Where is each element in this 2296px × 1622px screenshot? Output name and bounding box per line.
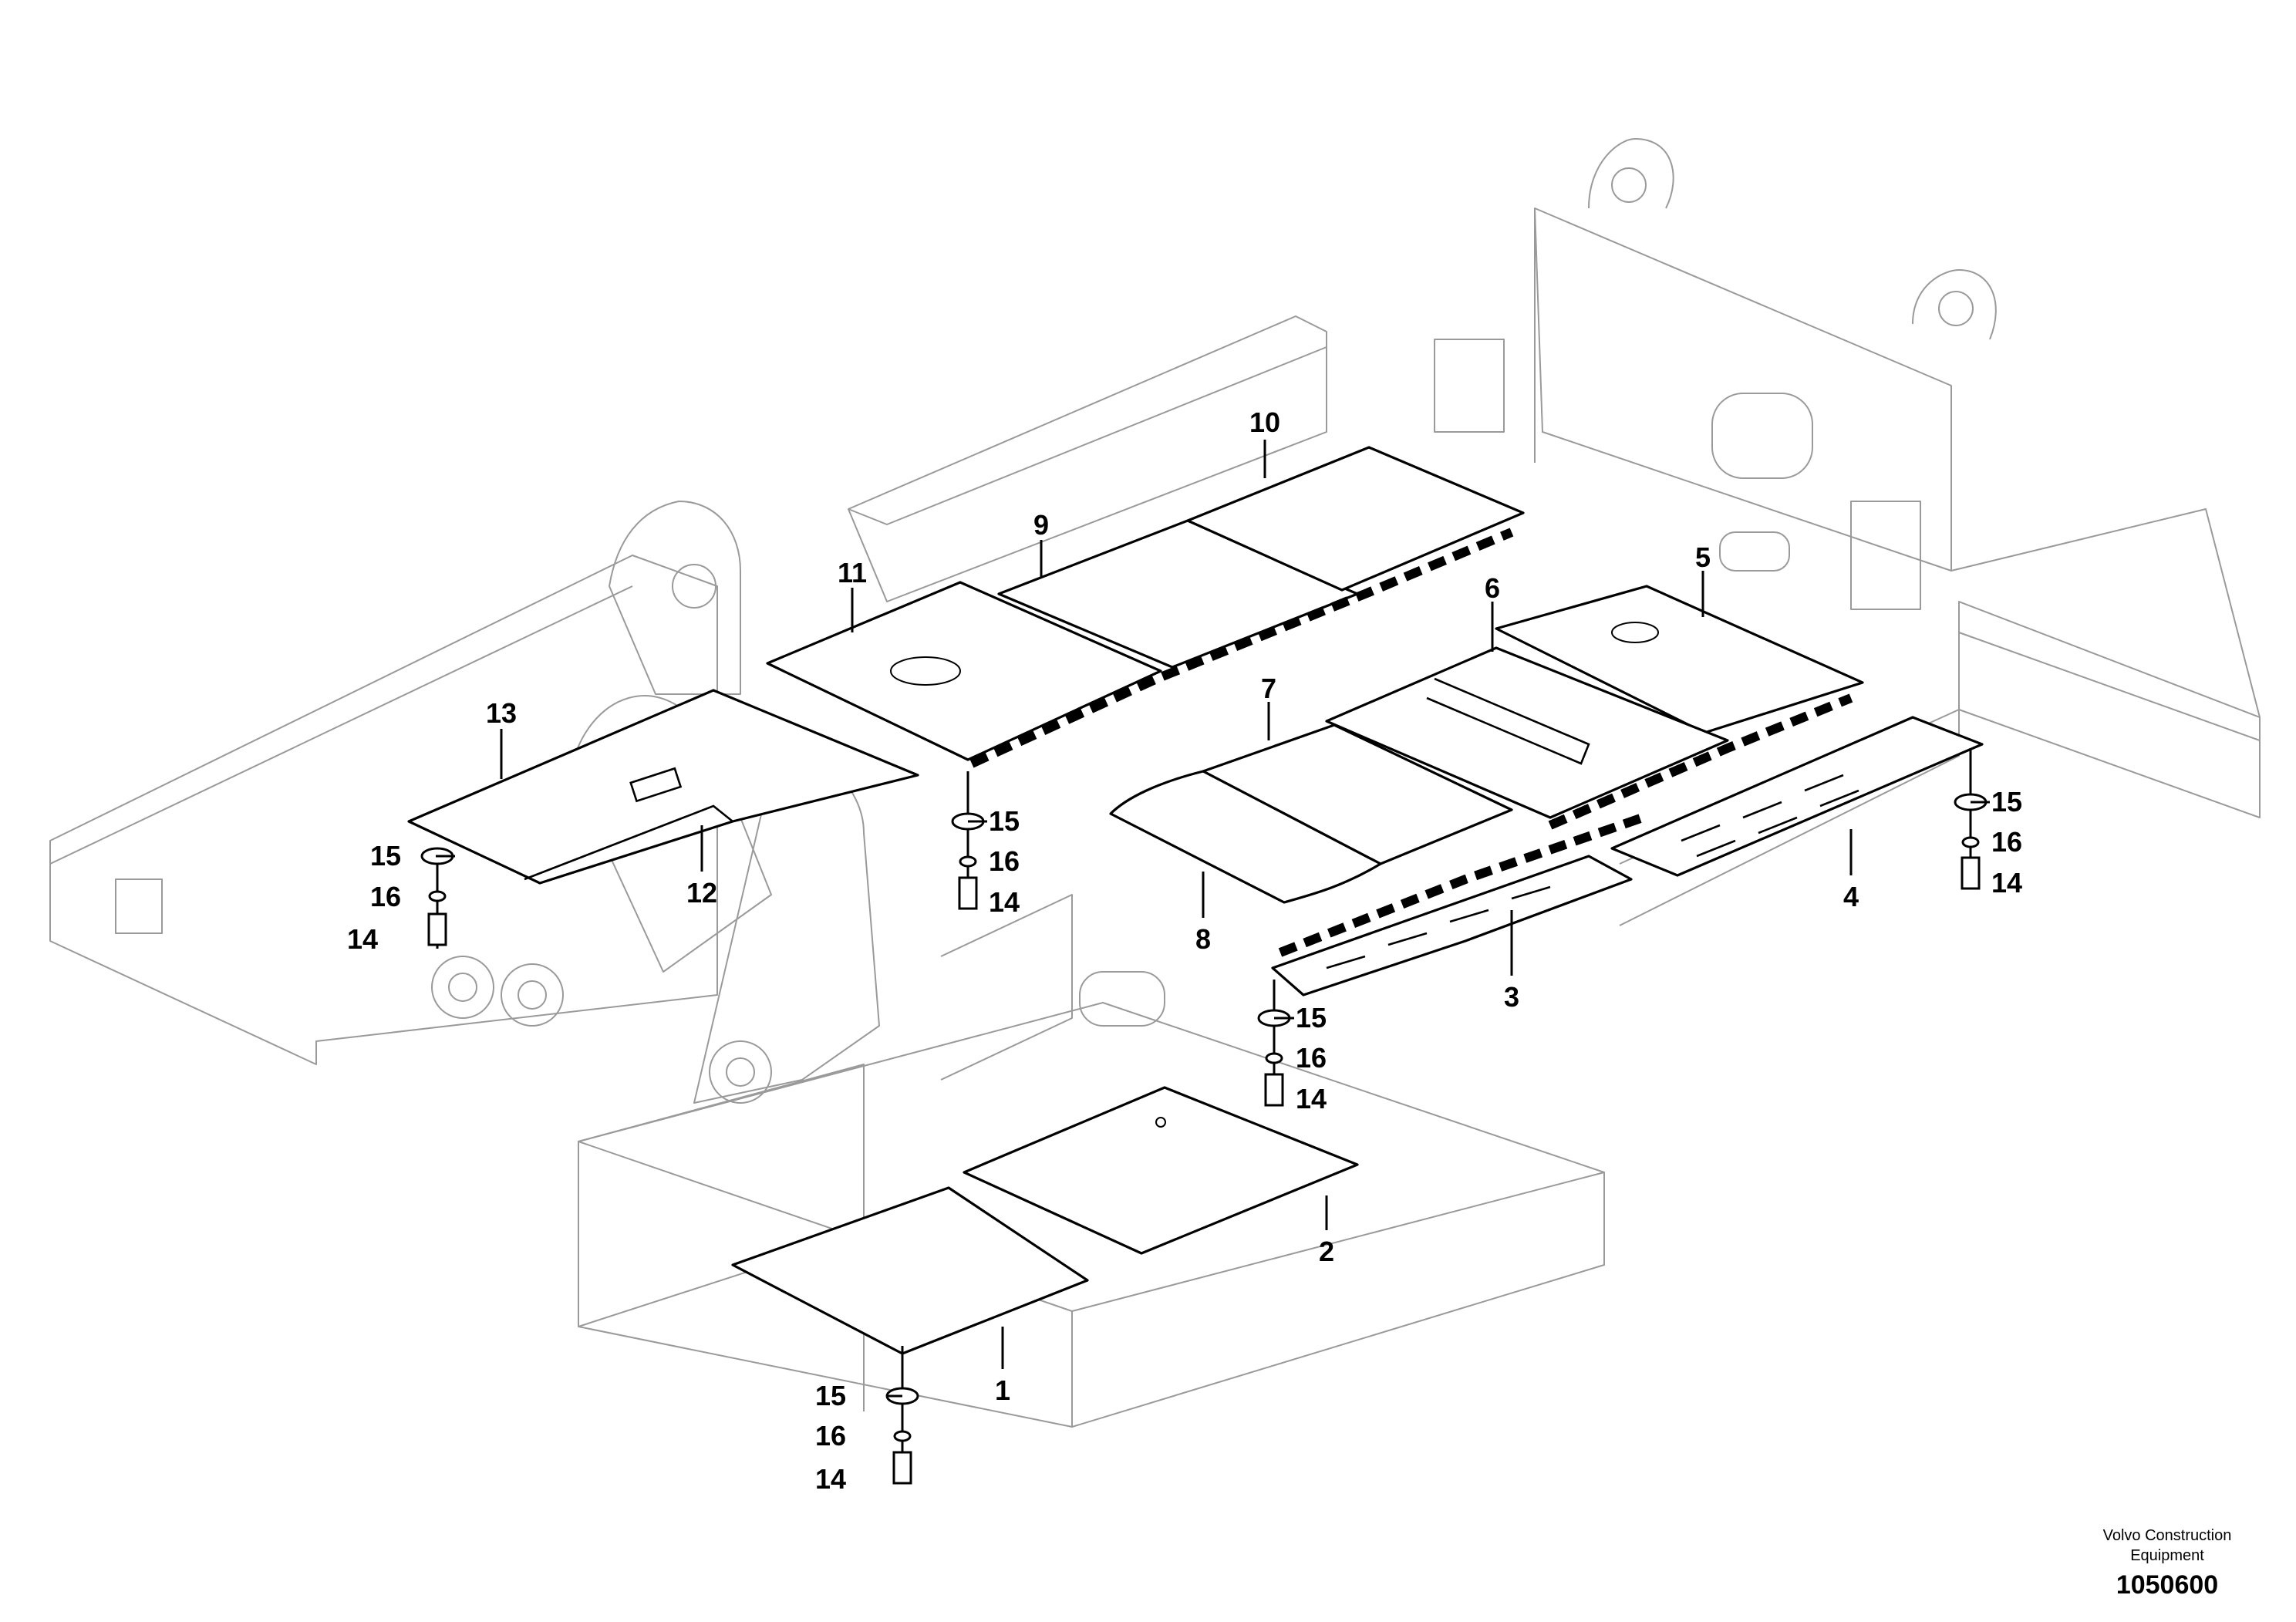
label-part-8: 8: [1195, 923, 1211, 955]
label-part-9: 9: [1033, 509, 1049, 541]
brand-line-1: Volvo Construction: [2102, 1527, 2232, 1544]
label-washer-right: 15: [1991, 786, 2022, 818]
fastener-stack-right: [1954, 748, 1988, 890]
cover-plate-8: [1109, 770, 1382, 904]
leader-lines: [436, 440, 1990, 1398]
label-part-13: 13: [486, 697, 517, 729]
label-part-7: 7: [1261, 673, 1276, 704]
label-washer-step: 15: [1296, 1002, 1327, 1034]
fastener-stack-center: [951, 771, 985, 910]
label-washer-center: 15: [989, 805, 1020, 837]
label-bolt-right: 14: [1991, 867, 2022, 899]
label-lockwasher-right: 16: [1991, 826, 2022, 858]
label-lockwasher-bottom: 16: [815, 1420, 846, 1452]
cover-plate-13: [407, 689, 919, 885]
cover-plate-10: [1186, 446, 1525, 592]
fastener-stack-bottom: [885, 1346, 919, 1485]
label-lockwasher-step: 16: [1296, 1042, 1327, 1074]
cover-plate-11: [766, 581, 1162, 761]
label-part-3: 3: [1504, 981, 1519, 1013]
cover-plate-1: [731, 1186, 1089, 1355]
label-part-11: 11: [838, 557, 867, 588]
fastener-stack-left: [420, 847, 454, 949]
seal-strip-upper: [969, 528, 1514, 768]
seal-strip-middle: [1548, 693, 1853, 830]
label-washer-bottom: 15: [815, 1380, 846, 1411]
label-part-4: 4: [1843, 881, 1859, 912]
cover-plate-2: [963, 1086, 1359, 1255]
label-bolt-center: 14: [989, 886, 1020, 918]
drawing-reference-number: 1050600: [2116, 1570, 2219, 1600]
label-lockwasher-left: 16: [370, 881, 401, 912]
label-part-6: 6: [1485, 572, 1500, 604]
label-part-5: 5: [1695, 541, 1711, 573]
label-lockwasher-center: 16: [989, 845, 1020, 877]
part-number-labels: 1 2 3 4 5 6 7 8 9 10 11 12 13 15 16 14 1…: [347, 406, 2022, 1495]
label-bolt-left: 14: [347, 923, 378, 955]
brand-line-2: Equipment: [2130, 1547, 2204, 1564]
brand-caption: Volvo Construction Equipment: [2052, 1526, 2283, 1566]
label-bolt-step: 14: [1296, 1083, 1327, 1114]
step-plate-4: [1610, 716, 1984, 877]
label-part-1: 1: [995, 1374, 1010, 1406]
label-part-2: 2: [1319, 1236, 1334, 1267]
label-bolt-bottom: 14: [815, 1463, 846, 1495]
label-part-10: 10: [1249, 406, 1280, 438]
seal-strip-lower: [1278, 813, 1644, 957]
label-washer-left: 15: [370, 840, 401, 872]
cover-plate-6: [1325, 646, 1729, 819]
label-part-12: 12: [686, 877, 717, 909]
step-plate-3: [1271, 855, 1633, 996]
fastener-stack-step: [1257, 980, 1291, 1107]
